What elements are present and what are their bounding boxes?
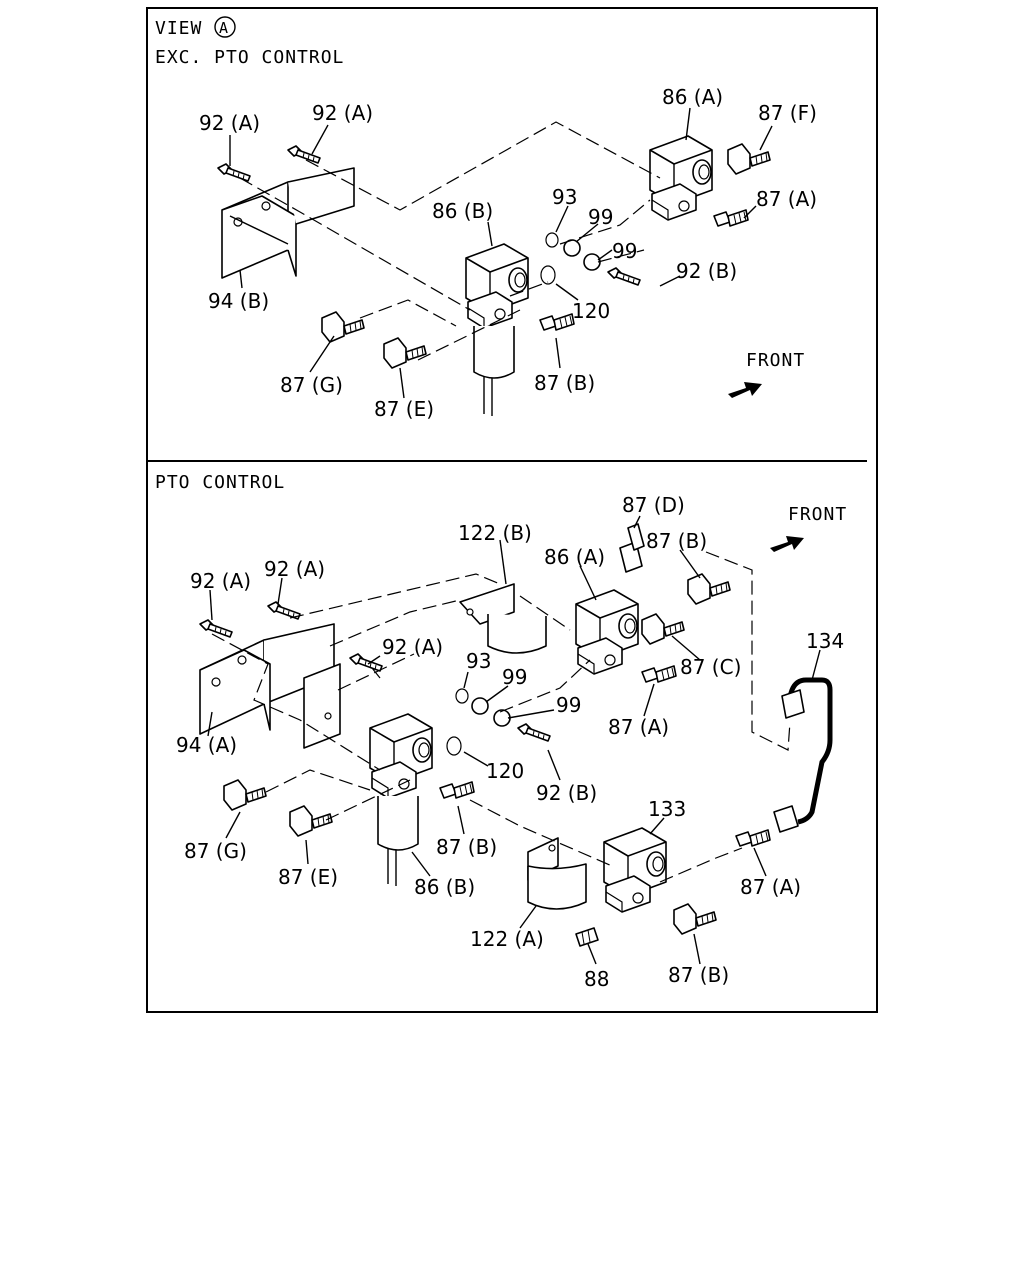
valve-86a-bottom xyxy=(575,589,639,675)
label-134: 134 xyxy=(806,629,844,653)
bolt-92a-1 xyxy=(217,163,251,182)
fitting-87b xyxy=(539,313,575,331)
svg-text:FRONT: FRONT xyxy=(746,350,805,371)
label-133: 133 xyxy=(648,797,686,821)
valve-133 xyxy=(603,827,667,913)
view-mark-circle xyxy=(214,16,236,38)
o-ring-120-bottom xyxy=(446,736,462,756)
top-leader-lines xyxy=(229,107,773,399)
label-92a-top-2: 92 (A) xyxy=(312,101,373,125)
fitting-87a-b2 xyxy=(735,829,771,847)
label-120-bottom: 120 xyxy=(486,759,524,783)
washer-99-2 xyxy=(583,253,601,271)
label-87a-top: 87 (A) xyxy=(756,187,817,211)
label-92a-top-1: 92 (A) xyxy=(199,111,260,135)
label-87e-bottom: 87 (E) xyxy=(278,865,338,889)
o-ring-120 xyxy=(540,265,556,285)
fitting-87b-b1 xyxy=(687,573,731,605)
label-87b-top: 87 (B) xyxy=(534,371,595,395)
label-92a-bottom-3: 92 (A) xyxy=(382,635,443,659)
fitting-87a xyxy=(713,209,749,227)
label-87b-bottom-2: 87 (B) xyxy=(436,835,497,859)
washer-99-b1 xyxy=(471,697,489,715)
label-87d: 87 (D) xyxy=(622,493,685,517)
label-92a-bottom-1: 92 (A) xyxy=(190,569,251,593)
fitting-87f xyxy=(727,143,771,175)
bolt-92a-b3 xyxy=(349,653,383,672)
bottom-leader-lines xyxy=(207,515,821,965)
label-88: 88 xyxy=(584,967,609,991)
bracket-122b xyxy=(459,583,547,654)
label-99-bottom-1: 99 xyxy=(502,665,527,689)
label-122a: 122 (A) xyxy=(470,927,544,951)
fitting-87e xyxy=(383,337,427,369)
front-arrow-top: FRONT xyxy=(728,350,805,398)
label-99-bottom-2: 99 xyxy=(556,693,581,717)
label-93-top: 93 xyxy=(552,185,577,209)
label-87a-bottom-2: 87 (A) xyxy=(740,875,801,899)
label-87b-bottom-3: 87 (B) xyxy=(668,963,729,987)
plug-88 xyxy=(575,927,599,947)
fitting-87g xyxy=(321,311,365,343)
label-86a-top: 86 (A) xyxy=(662,85,723,109)
label-99-top-2: 99 xyxy=(612,239,637,263)
valve-86b-bottom xyxy=(369,713,433,886)
svg-text:FRONT: FRONT xyxy=(788,504,847,525)
bottom-section: PTO CONTROL xyxy=(155,472,847,991)
label-87g-top: 87 (G) xyxy=(280,373,343,397)
bottom-section-title: PTO CONTROL xyxy=(155,472,285,493)
label-92a-bottom-2: 92 (A) xyxy=(264,557,325,581)
bolt-92b-bottom xyxy=(517,723,551,742)
bolt-92a-b1 xyxy=(199,619,233,638)
label-94a: 94 (A) xyxy=(176,733,237,757)
fitting-87d xyxy=(619,523,645,573)
bracket-94a xyxy=(199,623,341,749)
fitting-87a-b1 xyxy=(641,665,677,683)
fitting-87e-bottom xyxy=(289,805,333,837)
label-87e-top: 87 (E) xyxy=(374,397,434,421)
label-120-top: 120 xyxy=(572,299,610,323)
label-92b-top: 92 (B) xyxy=(676,259,737,283)
label-87g-bottom: 87 (G) xyxy=(184,839,247,863)
bracket-122a xyxy=(527,837,587,910)
fitting-87b-b2 xyxy=(439,781,475,799)
label-99-top-1: 99 xyxy=(588,205,613,229)
view-label: VIEW xyxy=(155,18,202,39)
label-87c: 87 (C) xyxy=(680,655,741,679)
label-86b-top: 86 (B) xyxy=(432,199,493,223)
nut-93-bottom xyxy=(455,688,469,704)
fitting-87g-bottom xyxy=(223,779,267,811)
label-86a-bottom: 86 (A) xyxy=(544,545,605,569)
label-122b: 122 (B) xyxy=(458,521,532,545)
bolt-92b xyxy=(607,267,641,286)
label-93-bottom: 93 xyxy=(466,649,491,673)
label-87a-bottom-1: 87 (A) xyxy=(608,715,669,739)
label-87b-bottom-1: 87 (B) xyxy=(646,529,707,553)
front-arrow-bottom: FRONT xyxy=(770,504,847,552)
valve-86b xyxy=(465,243,529,416)
top-section: VIEW A EXC. PTO CONTROL xyxy=(155,16,817,421)
fitting-87b-b3 xyxy=(673,903,717,935)
washer-99-b2 xyxy=(493,709,511,727)
fitting-87c xyxy=(641,613,685,645)
label-94b-top: 94 (B) xyxy=(208,289,269,313)
bracket-94b xyxy=(221,167,355,279)
label-87f-top: 87 (F) xyxy=(758,101,817,125)
pipe-134 xyxy=(773,677,833,833)
label-86b-bottom: 86 (B) xyxy=(414,875,475,899)
view-mark: A xyxy=(219,19,229,37)
outer-frame xyxy=(146,7,878,1013)
nut-93 xyxy=(545,232,559,248)
top-section-title: EXC. PTO CONTROL xyxy=(155,47,344,68)
label-92b-bottom: 92 (B) xyxy=(536,781,597,805)
